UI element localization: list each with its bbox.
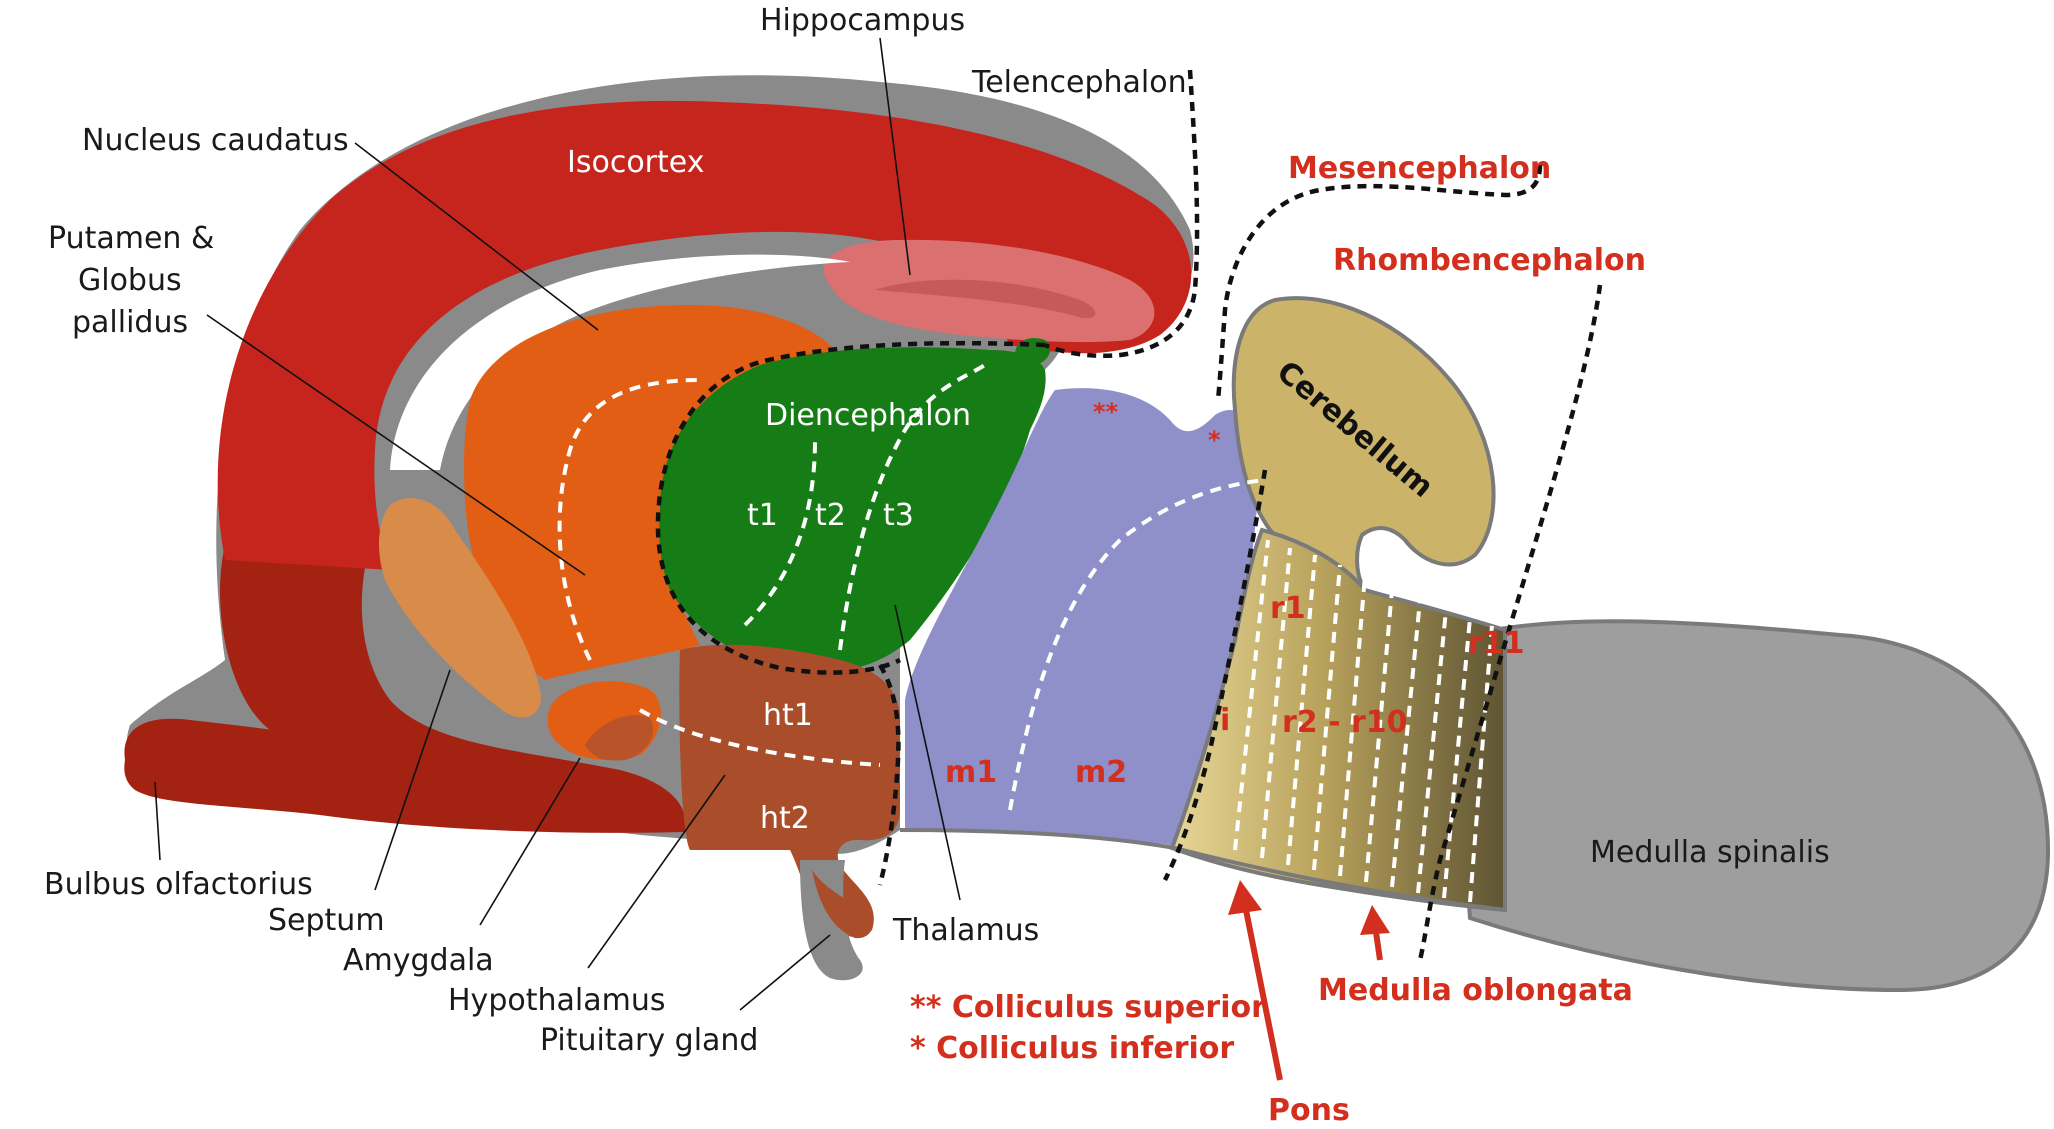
hippocampus-inner-fold [875,279,1096,319]
colliculus-inferior-label: * Colliculus inferior [910,1031,1234,1066]
m1-label: m1 [945,755,997,790]
r2-r10-label: r2 - r10 [1282,705,1408,740]
t2-label: t2 [815,498,846,533]
septum-label: Septum [268,903,385,938]
hypothalamus-leader [587,774,726,969]
telencephalon-boundary [1044,69,1200,359]
ht1-label: ht1 [763,698,813,733]
amygdala-label: Amygdala [343,943,494,978]
hypothalamus-ht1-ht2-boundary [638,708,881,767]
colliculus-superior-label: ** Colliculus superior [910,990,1266,1025]
mesencephalon-m1-m2-boundary [1008,478,1266,811]
rhombencephalon-label: Rhombencephalon [1333,243,1646,278]
double-star-label: ** [1093,398,1119,426]
telencephalon-label: Telencephalon [971,65,1187,100]
lateral-ventricle [390,254,850,470]
rhombomere-dashed-lines [1233,539,1494,903]
bulbus-olfactorius-leader [154,781,161,861]
m2-label: m2 [1075,755,1127,790]
diencephalon-t1-t2-boundary [743,439,817,627]
amygdala-leader [479,757,581,926]
diencephalon-outer-boundary [655,340,1046,675]
brainstem-outline [899,828,1506,912]
striatum-dashed-arc [557,378,701,661]
pituitary-stalk [800,860,863,981]
t1-label: t1 [747,498,778,533]
putamen-label-line2: Globus [78,263,182,298]
ht2-label: ht2 [760,801,810,836]
medulla-oblongata-label: Medulla oblongata [1318,973,1633,1008]
diencephalon-label: Diencephalon [765,398,971,433]
thalamus-label: Thalamus [892,913,1039,948]
isocortex-region [217,100,1192,571]
putamen-label-line1: Putamen & [48,221,214,256]
mes-rhomb-boundary [1162,469,1268,882]
pituitary-gland-region [812,870,873,939]
hypothalamus-label: Hypothalamus [448,983,665,1018]
thalamus-leader [894,604,961,901]
r11-label: r11 [1468,626,1525,661]
pons-label: Pons [1268,1093,1350,1128]
t3-label: t3 [883,498,914,533]
mesencephalon-region [905,388,1261,845]
nucleus-caudatus-label: Nucleus caudatus [82,123,349,158]
medulla-spinalis-label: Medulla spinalis [1590,835,1830,870]
medulla-spinalis-region [1447,619,2051,993]
hypothalamus-region [679,644,900,938]
i-label: i [1220,703,1230,738]
bulbus-olfactorius-region [124,718,686,833]
isocortex-label: Isocortex [567,145,704,180]
medulla-oblongata-arrow [1360,905,1390,961]
diencephalon-region [659,347,1046,672]
septum-leader [374,669,451,891]
rhombencephalon-boundary [1417,284,1603,961]
pons-arrow [1228,880,1283,1081]
nucleus-caudatus-leader [354,142,599,331]
bulbus-olfactorius-label: Bulbus olfactorius [44,867,313,902]
pituitary-gland-leader [739,934,831,1011]
putamen-leader [206,314,586,576]
hippocampus-leader [879,37,911,276]
hippocampus-label: Hippocampus [760,3,965,38]
putamen-label-line3: pallidus [72,305,188,340]
rhombencephalon-region [1169,527,1507,913]
mesencephalon-label: Mesencephalon [1288,151,1551,186]
mesencephalon-boundary [1215,164,1543,401]
single-star-label: * [1208,426,1221,454]
amygdala-inner [585,715,654,761]
di-hypothalamus-boundary [877,663,901,886]
septum-region [378,498,541,718]
pituitary-gland-label: Pituitary gland [540,1023,758,1058]
diencephalon-t2-t3-boundary [838,363,987,651]
r1-label: r1 [1270,591,1306,626]
